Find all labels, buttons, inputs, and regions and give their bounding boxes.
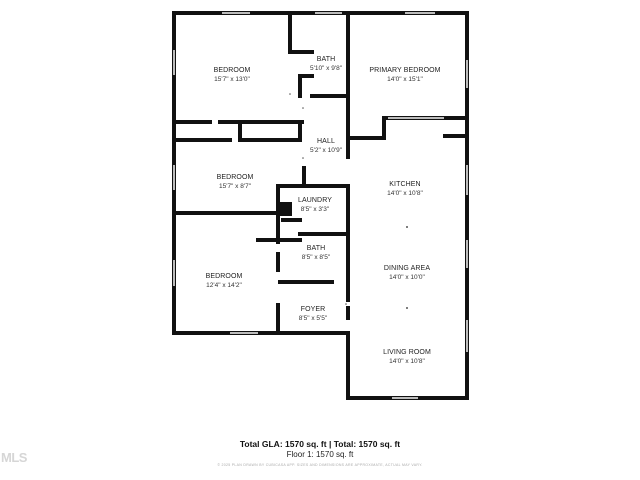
room-labels: BEDROOM 15'7" x 13'0" BATH 5'10" x 9'8" … (206, 56, 441, 365)
room-kitchen-name: KITCHEN (389, 181, 420, 188)
room-primary-bedroom-dims: 14'0" x 15'1" (387, 76, 423, 83)
room-bath-2-dims: 8'5" x 8'5" (302, 254, 331, 261)
room-bath-1-name: BATH (317, 56, 336, 63)
room-foyer-dims: 8'5" x 5'5" (299, 315, 328, 322)
room-bedroom-1-name: BEDROOM (214, 67, 251, 74)
room-foyer-name: FOYER (301, 306, 326, 313)
room-bedroom-2-dims: 15'7" x 8'7" (219, 183, 252, 190)
walls (172, 11, 469, 400)
room-living-room-name: LIVING ROOM (383, 349, 431, 356)
room-hall-name: HALL (317, 138, 335, 145)
room-bath-1-dims: 5'10" x 9'8" (310, 65, 343, 72)
room-dining-area-dims: 14'0" x 10'0" (389, 274, 425, 281)
windows (173, 12, 468, 399)
room-dining-area-name: DINING AREA (384, 265, 430, 272)
mls-watermark: MLS (1, 450, 27, 465)
room-bedroom-3-dims: 12'4" x 14'2" (206, 282, 242, 289)
room-bedroom-3-name: BEDROOM (206, 273, 243, 280)
floor-area-summary: Floor 1: 1570 sq. ft (286, 450, 354, 459)
fixture-dots (289, 93, 408, 309)
room-kitchen-dims: 14'0" x 10'8" (387, 190, 423, 197)
room-hall-dims: 5'2" x 10'9" (310, 147, 343, 154)
laundry-appliance-icon (278, 202, 292, 216)
room-bath-2-name: BATH (307, 245, 326, 252)
total-area-summary: Total GLA: 1570 sq. ft | Total: 1570 sq.… (239, 439, 401, 449)
disclaimer-text: © 2025 PLAN DRAWN BY CUBICASA APP. SIZES… (217, 463, 423, 467)
room-laundry-dims: 8'5" x 3'3" (301, 206, 330, 213)
room-laundry-name: LAUNDRY (298, 197, 332, 204)
room-primary-bedroom-name: PRIMARY BEDROOM (369, 67, 440, 74)
room-bedroom-1-dims: 15'7" x 13'0" (214, 76, 250, 83)
room-bedroom-2-name: BEDROOM (217, 174, 254, 181)
room-living-room-dims: 14'0" x 10'8" (389, 358, 425, 365)
